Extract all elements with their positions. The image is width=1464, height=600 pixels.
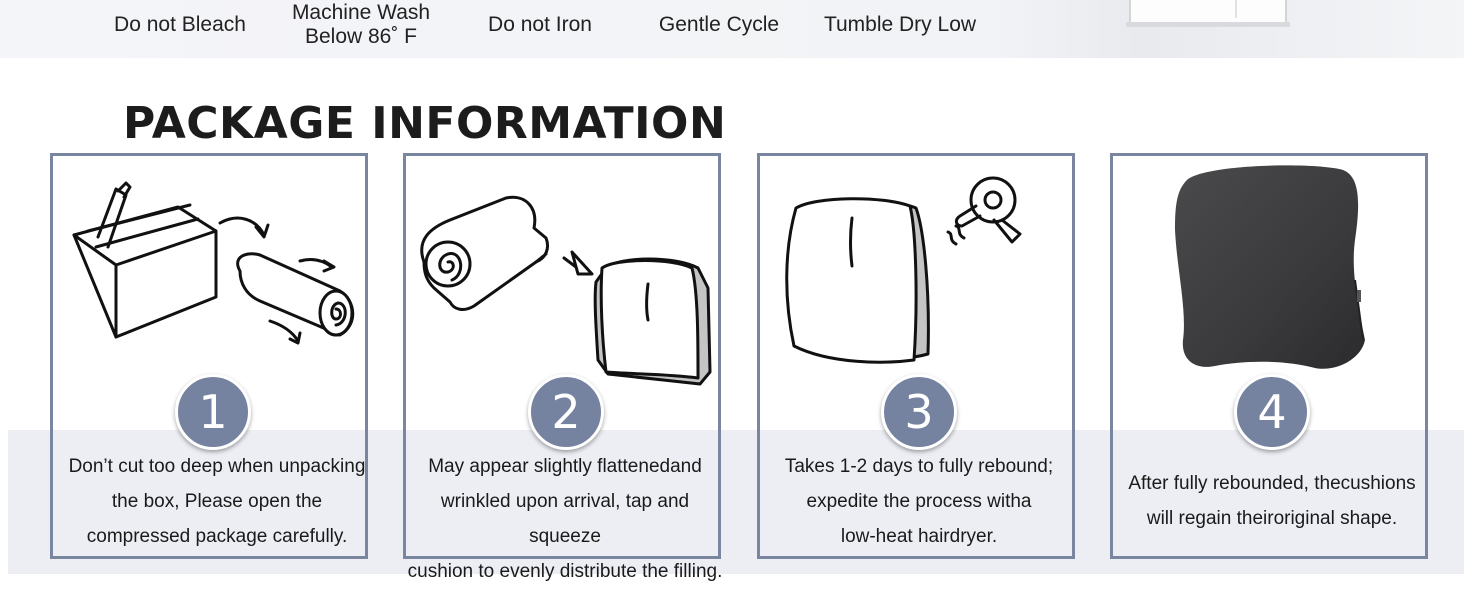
- caption-line: the box, Please open the: [111, 491, 323, 512]
- section-title: PACKAGE INFORMATION: [123, 98, 727, 149]
- caption-line: May appear slightly flattenedand: [428, 456, 702, 477]
- step-caption-4: After fully rebounded, thecushions will …: [1113, 466, 1431, 536]
- care-label-do-not-iron: Do not Iron: [488, 13, 592, 36]
- step-caption-2: May appear slightly flattenedand wrinkle…: [406, 449, 724, 589]
- unpack-box-illustration: [72, 181, 355, 345]
- caption-line: compressed package carefully.: [86, 526, 348, 547]
- cushion-photo: [1175, 165, 1365, 369]
- washing-machine-image: [1126, 0, 1290, 27]
- step-number-badge-4: 4: [1234, 374, 1310, 450]
- step-number-badge-3: 3: [881, 374, 957, 450]
- step-panel-1: [50, 153, 368, 559]
- step-number-badge-1: 1: [175, 374, 251, 450]
- care-label-gentle-cycle: Gentle Cycle: [658, 13, 780, 36]
- step-caption-3: Takes 1-2 days to fully rebound; expedit…: [760, 449, 1078, 554]
- caption-line: Don’t cut too deep when unpacking: [68, 456, 366, 477]
- step-panel-2: [403, 153, 721, 559]
- hairdryer-illustration: [785, 176, 1022, 364]
- unrolled-cushion-illustration: [420, 195, 712, 386]
- caption-line: will regain theiroriginal shape.: [1146, 508, 1398, 529]
- caption-line: wrinkled upon arrival, tap and squeeze: [440, 491, 690, 547]
- care-label-machine-wash: Machine Wash Below 86˚ F: [276, 0, 446, 50]
- caption-line: Takes 1-2 days to fully rebound;: [784, 456, 1054, 477]
- caption-line: cushion to evenly distribute the filling…: [407, 561, 723, 582]
- care-label-machine-wash-line1: Machine Wash: [291, 1, 431, 24]
- care-label-machine-wash-line2: Below 86˚ F: [304, 25, 418, 48]
- step-caption-1: Don’t cut too deep when unpacking the bo…: [58, 449, 376, 554]
- caption-line: After fully rebounded, thecushions: [1128, 473, 1416, 494]
- caption-line: low-heat hairdryer.: [840, 526, 998, 547]
- caption-band: [8, 430, 1464, 574]
- step-panel-3: [757, 153, 1075, 559]
- care-label-tumble-dry-low: Tumble Dry Low: [823, 13, 977, 36]
- step-panel-4: [1110, 153, 1428, 559]
- care-instructions-bar: Do not Bleach Machine Wash Below 86˚ F D…: [0, 0, 1464, 58]
- caption-line: expedite the process witha: [806, 491, 1032, 512]
- step-number-badge-2: 2: [528, 374, 604, 450]
- care-label-do-not-bleach: Do not Bleach: [114, 13, 246, 36]
